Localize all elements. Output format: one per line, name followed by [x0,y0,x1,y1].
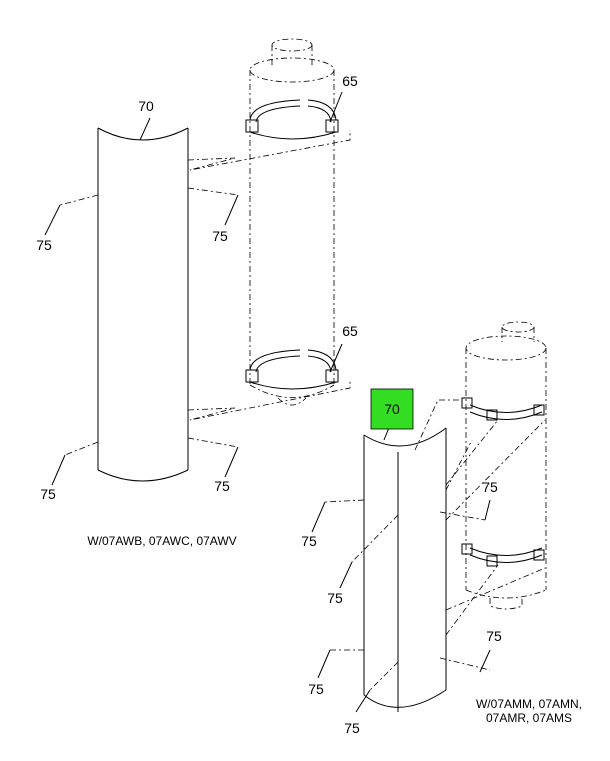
label-75-right-c: 75 [327,590,343,606]
label-75-right-d: 75 [486,628,502,644]
label-75-left-lower-a: 75 [40,486,56,502]
right-muffler-body [465,321,547,610]
right-heat-shield [363,399,546,712]
label-70-right: 70 [384,401,400,417]
caption-right-assembly-line1: W/07AMM, 07AMN, [476,697,582,711]
label-70-left: 70 [138,98,154,114]
caption-left-assembly: W/07AWB, 07AWC, 07AWV [87,534,236,548]
label-75-right-b: 75 [301,533,317,549]
left-muffler-outlet [249,38,335,83]
label-75-right-e: 75 [308,681,324,697]
caption-right-assembly-line2: 07AMR, 07AMS [486,711,572,725]
label-75-left-lower-b: 75 [214,478,230,494]
label-65-upper: 65 [342,73,358,89]
left-leader-lines [44,91,343,486]
right-upper-clamp [461,397,545,421]
left-heat-shield [97,127,351,482]
label-75-left-upper-a: 75 [36,237,52,253]
label-65-lower: 65 [342,323,358,339]
label-75-right-a: 75 [482,479,498,495]
left-lower-clamp [245,349,339,390]
highlight-box [370,388,414,430]
left-muffler-assembly [44,38,351,486]
left-muffler-body [249,70,335,406]
right-leader-lines [311,419,491,713]
left-upper-clamp [245,99,339,140]
label-75-right-f: 75 [344,720,360,736]
right-lower-clamp [461,543,545,567]
right-muffler-assembly [311,321,547,713]
label-75-left-upper-b: 75 [212,228,228,244]
